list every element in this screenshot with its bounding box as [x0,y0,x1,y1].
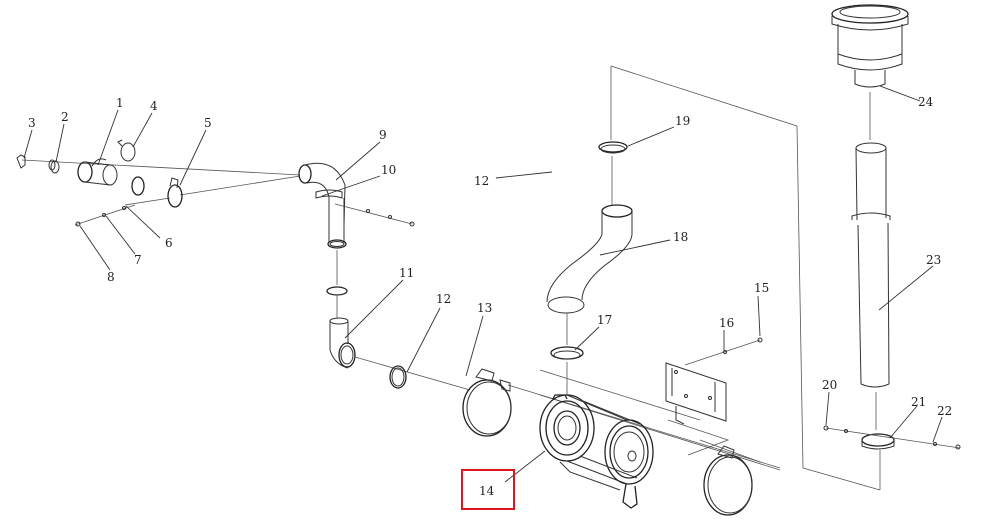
elbow-pipe-assembly [298,162,471,391]
label-part-2[interactable]: 2 [61,110,69,124]
leader-lines [23,85,943,483]
label-part-19[interactable]: 19 [675,114,690,128]
label-part-13[interactable]: 13 [477,301,492,315]
label-part-20[interactable]: 20 [822,378,837,392]
part-labels: 1 2 3 4 5 6 7 8 9 10 11 12 12 13 14 15 1… [28,95,952,498]
label-part-21[interactable]: 21 [911,395,926,409]
intake-pipe-assembly-left [16,139,301,227]
label-part-8[interactable]: 8 [107,270,115,284]
label-part-16[interactable]: 16 [719,316,734,330]
label-part-22[interactable]: 22 [937,404,952,418]
label-part-12-upper[interactable]: 12 [474,174,489,188]
label-part-7[interactable]: 7 [134,253,142,267]
air-filter-assembly [462,65,881,516]
label-part-10[interactable]: 10 [381,163,396,177]
label-part-18[interactable]: 18 [673,230,688,244]
label-part-3[interactable]: 3 [28,116,36,130]
label-part-1[interactable]: 1 [116,96,124,110]
label-part-12-lower[interactable]: 12 [436,292,451,306]
label-part-9[interactable]: 9 [379,128,387,142]
label-part-24[interactable]: 24 [918,95,934,109]
label-part-11[interactable]: 11 [399,266,414,280]
pre-cleaner-stack [823,4,961,450]
label-part-23[interactable]: 23 [926,253,941,267]
label-part-17[interactable]: 17 [597,313,612,327]
label-part-5[interactable]: 5 [204,116,212,130]
label-part-14[interactable]: 14 [479,484,495,498]
highlight-box-part-14 [461,469,515,510]
label-part-15[interactable]: 15 [754,281,769,295]
label-part-4[interactable]: 4 [150,99,158,113]
label-part-6[interactable]: 6 [165,236,173,250]
